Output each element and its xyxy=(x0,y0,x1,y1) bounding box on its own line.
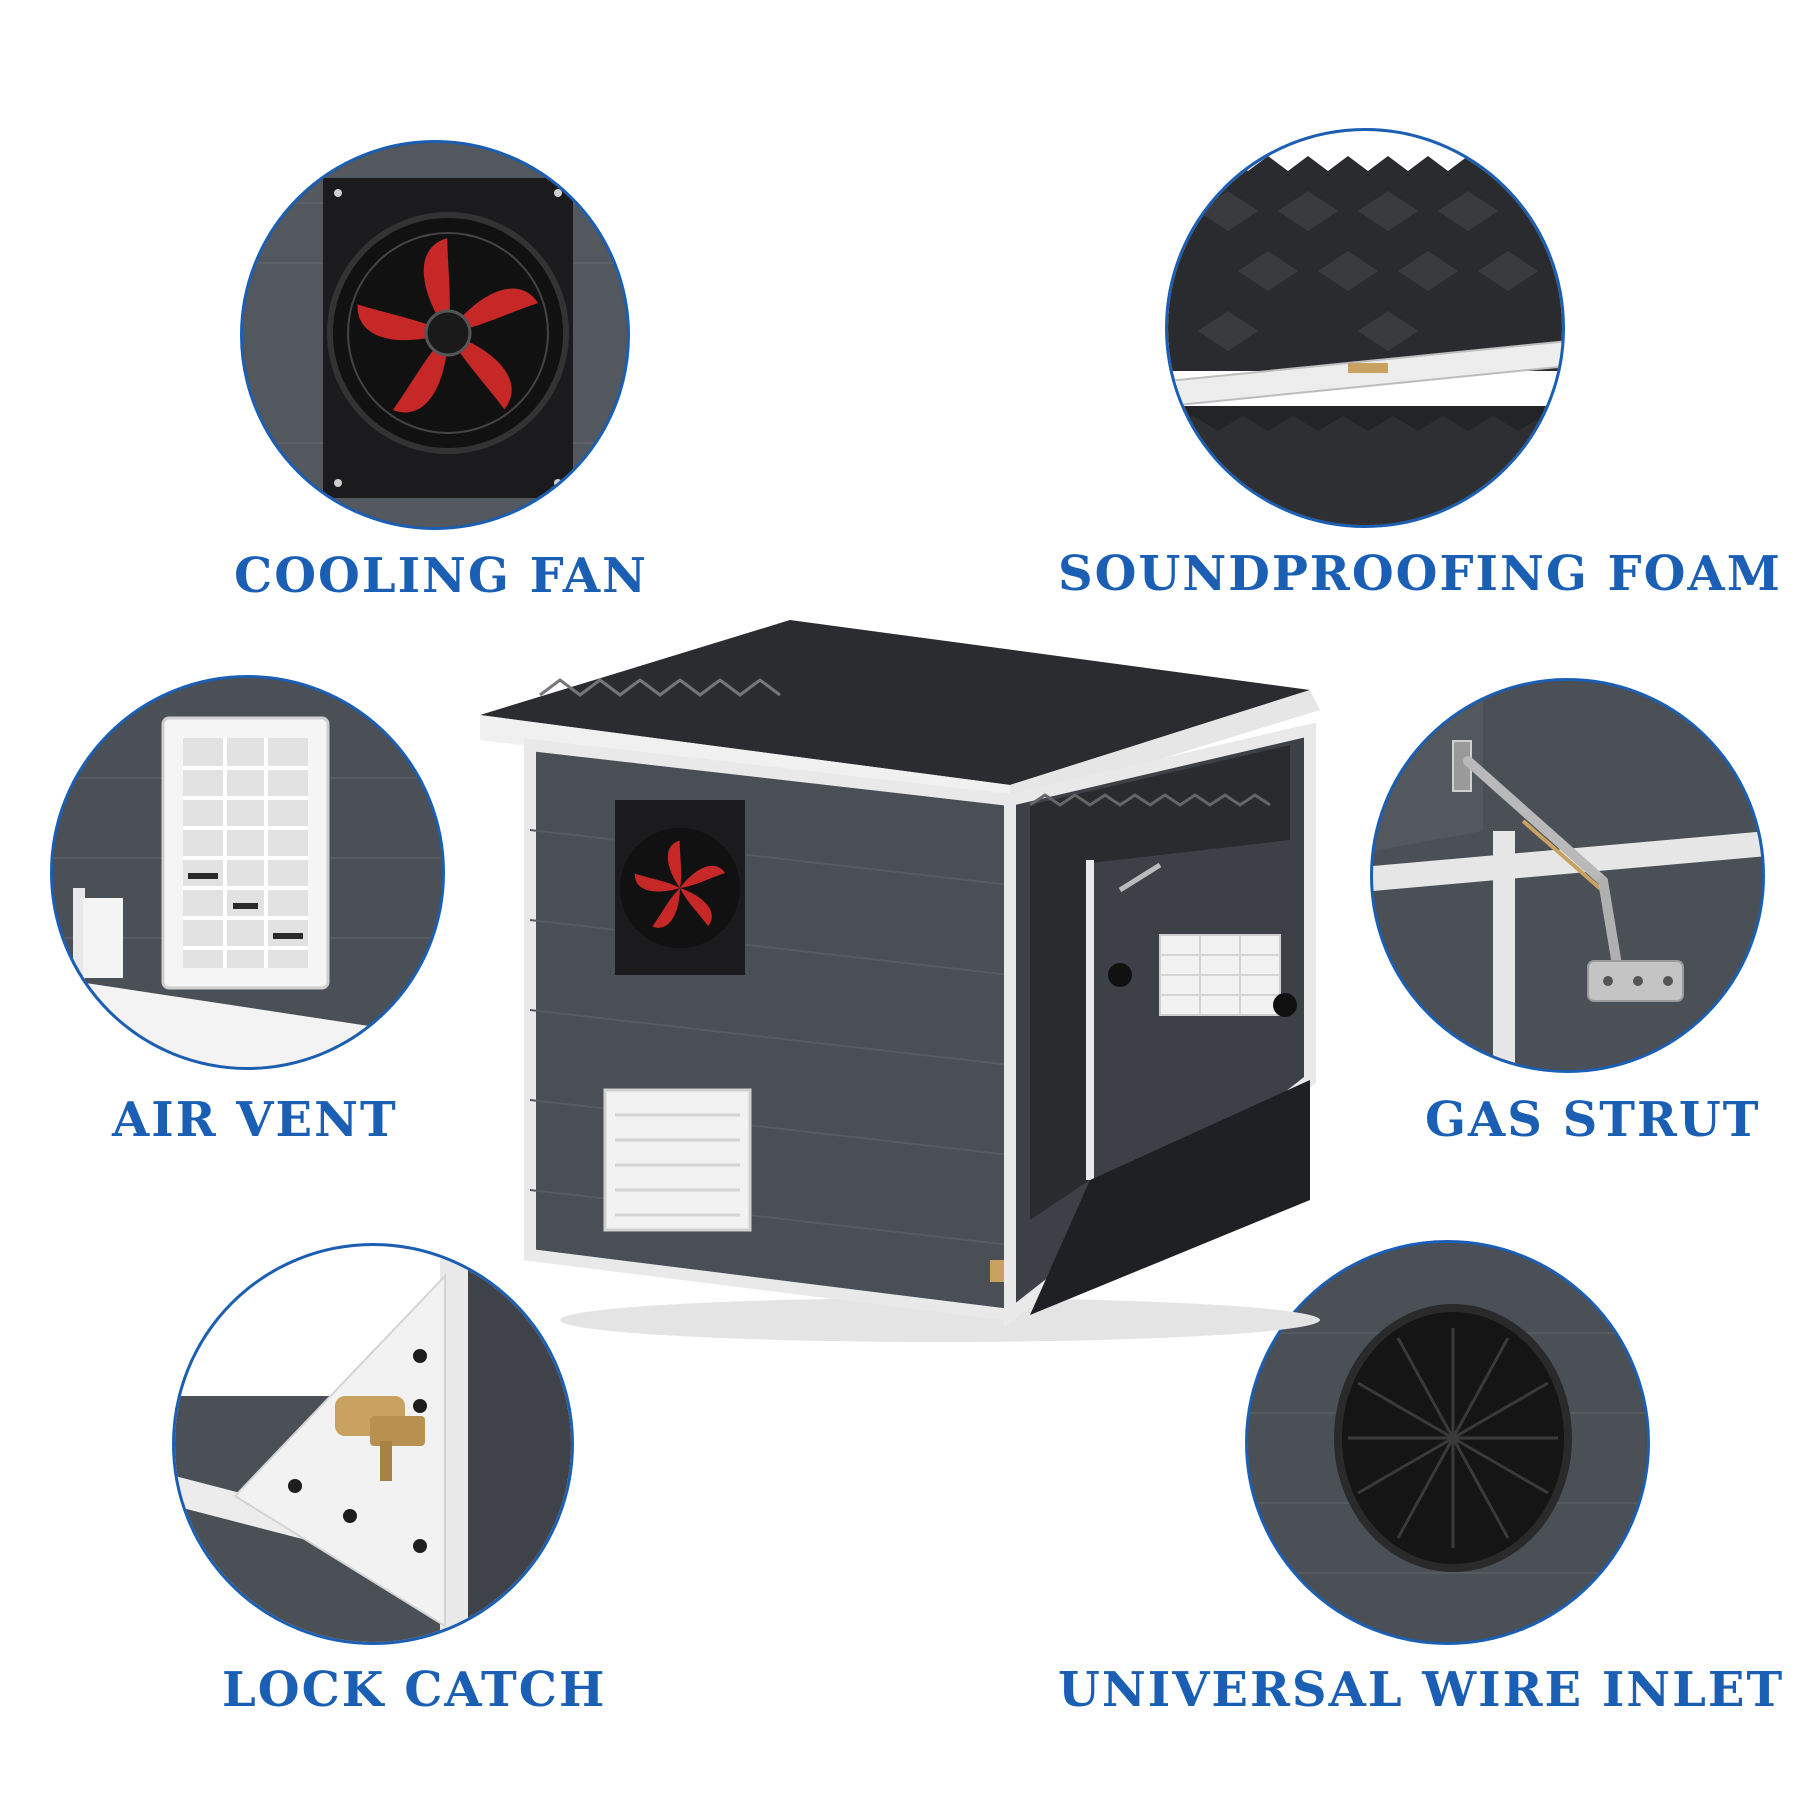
air-vent-icon xyxy=(53,678,442,1067)
soundproofing-foam-icon xyxy=(1168,131,1562,525)
soundproof-enclosure-image xyxy=(480,620,1320,1342)
soundproofing-foam-label: SOUNDPROOFING FOAM xyxy=(1058,546,1782,602)
wire-inlet-callout xyxy=(1245,1240,1650,1645)
gas-strut-callout xyxy=(1370,678,1765,1073)
gas-strut-icon xyxy=(1373,681,1762,1070)
lock-catch-label: LOCK CATCH xyxy=(222,1662,607,1718)
soundproofing-foam-callout xyxy=(1165,128,1565,528)
cooling-fan-callout xyxy=(240,140,630,530)
wire-inlet-icon xyxy=(1248,1243,1647,1642)
gas-strut-label: GAS STRUT xyxy=(1425,1092,1761,1148)
wire-inlet-label: UNIVERSAL WIRE INLET xyxy=(1058,1662,1785,1718)
cooling-fan-icon xyxy=(243,143,627,527)
air-vent-label: AIR VENT xyxy=(112,1092,398,1148)
air-vent-callout xyxy=(50,675,445,1070)
cooling-fan-label: COOLING FAN xyxy=(234,548,648,604)
